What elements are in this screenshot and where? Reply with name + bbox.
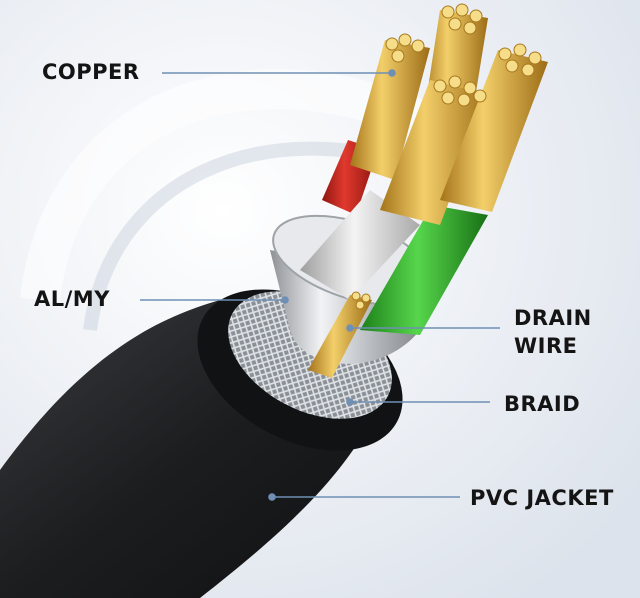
label-drain-wire-line2: WIRE (514, 334, 578, 358)
label-al-my: AL/MY (34, 287, 110, 311)
copper-strands (350, 3, 548, 225)
drain-wire (308, 291, 372, 378)
label-braid: BRAID (504, 392, 581, 416)
label-pvc-jacket: PVC JACKET (470, 486, 614, 510)
background-swoosh (20, 69, 428, 303)
leader-lines (140, 69, 500, 501)
white-wire (300, 190, 420, 300)
label-drain-wire-line1: DRAIN (514, 306, 592, 330)
green-wire (360, 205, 488, 335)
label-drain-wire: DRAIN WIRE (514, 304, 592, 360)
label-copper: COPPER (42, 60, 140, 84)
